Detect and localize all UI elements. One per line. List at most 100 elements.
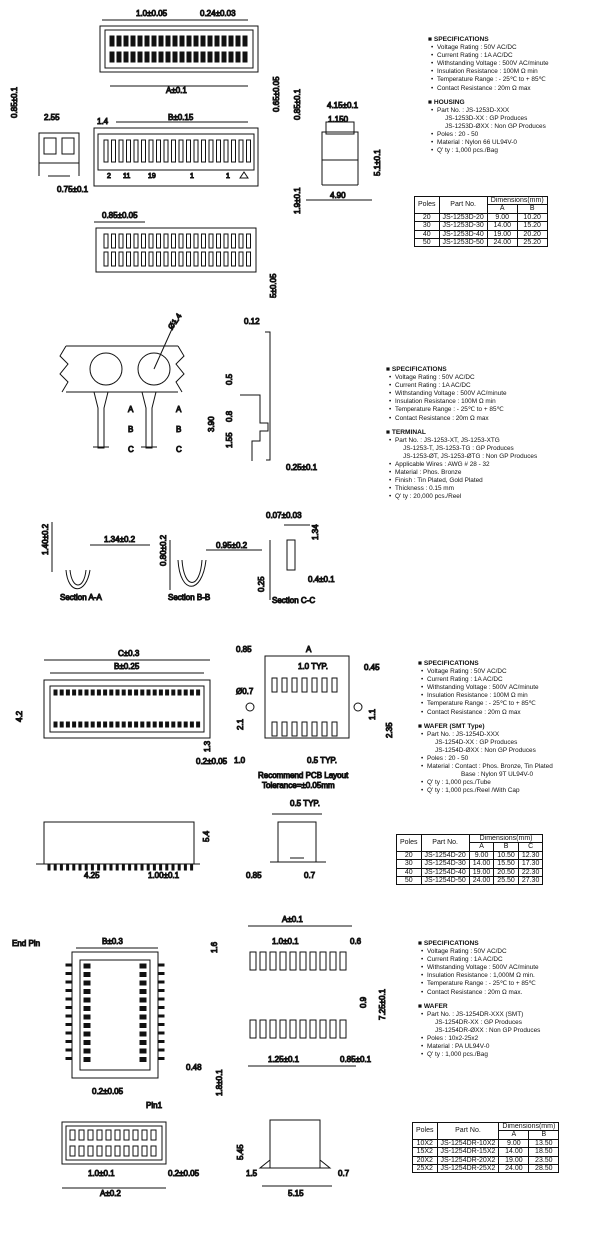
sub-title: ■ TERMINAL xyxy=(386,428,426,436)
dim-0-85-front: 1.00±0.1 xyxy=(148,871,180,880)
wafer-dr-pin xyxy=(83,972,91,977)
wafer-dr-pin xyxy=(139,972,147,977)
dim-0-24: 0.24±0.03 xyxy=(200,9,236,18)
wafer-leg xyxy=(90,863,94,871)
pcb-pad xyxy=(321,721,328,737)
housing-slot xyxy=(221,51,227,63)
wafer-dr-pin xyxy=(83,1006,91,1011)
table-cell: 15.20 xyxy=(516,221,548,231)
wafer-pin xyxy=(152,721,157,728)
wafer-front-view xyxy=(36,821,200,871)
housing-pin-cavity xyxy=(141,139,146,163)
sub-item-cont: JS-1254D-ØXX : Non GP Produces xyxy=(435,746,536,754)
table-cell: JS-1253D-30 xyxy=(438,221,488,231)
th-dim-col: B xyxy=(516,204,548,214)
dim-1-34-sec-c: 1.34 xyxy=(311,524,320,540)
table-cell: 19.00 xyxy=(486,229,518,240)
bottom-slot xyxy=(148,251,154,267)
wafer-dr-pad xyxy=(339,951,347,971)
wafer-dr-pad xyxy=(339,1019,347,1039)
housing-slot xyxy=(165,35,171,47)
table-cell: 20X2 xyxy=(412,1155,438,1166)
wafer-pin xyxy=(177,721,182,728)
dim-dia-1-4: Ø1.4 xyxy=(166,311,184,331)
label-end-pin: End Pin xyxy=(12,939,40,948)
spec-item: Temperature Range : - 25℃ to + 85℃ xyxy=(421,700,553,708)
wafer-dr-contact xyxy=(114,1129,121,1141)
wafer-dr-pin xyxy=(139,1014,147,1020)
wafer-dr-pin xyxy=(139,1023,147,1028)
section-a-label: Section A-A xyxy=(60,593,102,602)
spec-item: Contact Resistance : 20m Ω max xyxy=(431,85,549,93)
sub-item: Thickness : 0.15 mm xyxy=(389,485,537,493)
wafer-dr-pad xyxy=(249,951,257,971)
wafer-pin xyxy=(121,721,126,728)
dim-0-4: 0.4±0.1 xyxy=(308,575,335,584)
wafer-dr-lead xyxy=(157,997,165,1001)
housing-pin-cavity xyxy=(208,139,214,163)
th-dim-col: A xyxy=(498,1130,530,1140)
dim-4-2: 4.2 xyxy=(15,710,24,722)
wafer-dr-pin xyxy=(139,997,147,1003)
table-cell: 50 xyxy=(414,238,440,248)
wafer-dr-lead xyxy=(65,1057,73,1060)
wafer-pin xyxy=(72,689,77,696)
spec-item: Current Rating : 1A AC/DC xyxy=(421,956,540,964)
table-cell: JS-1254D-20 xyxy=(420,850,470,861)
housing-slot xyxy=(123,51,129,63)
dim-1-55: 1.55 xyxy=(225,432,234,448)
wafer-dr-lead xyxy=(65,1023,73,1026)
bottom-slot xyxy=(216,251,221,267)
spec-list: Voltage Rating : 50V AC/DC Current Ratin… xyxy=(418,668,553,717)
dim-0-5: 0.5 xyxy=(225,373,234,385)
wafer-dr-pin xyxy=(83,989,91,994)
spec-block-wafer-smt: ■ SPECIFICATIONS Voltage Rating : 50V AC… xyxy=(418,660,553,796)
housing-bottom-view xyxy=(94,221,257,273)
wafer-dr-contact xyxy=(96,1129,103,1141)
bottom-slot xyxy=(246,251,251,267)
wafer-pin xyxy=(96,689,101,696)
wafer-dr-pad xyxy=(249,1019,257,1039)
pcb-pad xyxy=(291,721,298,737)
bottom-slot xyxy=(156,251,161,267)
housing-slot xyxy=(116,51,122,63)
dim-1-0: 1.0±0.05 xyxy=(136,9,168,18)
housing-pin-cavity xyxy=(201,139,206,163)
table-cell: JS-1253D-20 xyxy=(438,212,488,223)
wafer-pin xyxy=(90,721,95,728)
pin-label-1: 1 xyxy=(226,173,230,180)
dim-0-6: 0.6 xyxy=(350,937,362,946)
dim-0-9: 0.9 xyxy=(359,996,368,1008)
label-c-left: C xyxy=(128,445,134,454)
bottom-slot xyxy=(133,251,139,267)
th-poles: Poles xyxy=(396,834,422,852)
wafer-dr-lead xyxy=(157,989,165,992)
dim-1-1: 1.1 xyxy=(368,708,377,720)
wafer-dr-pad xyxy=(319,951,327,971)
dim-1-6: 1.6 xyxy=(210,941,219,953)
pcb-layout-view xyxy=(245,655,363,739)
wafer-dr-pin xyxy=(139,1040,147,1045)
table-cell: 28.50 xyxy=(528,1164,560,1174)
housing-pin-cavity xyxy=(148,139,154,163)
wafer-dr-lead xyxy=(65,997,73,1001)
dim-a-w3: A xyxy=(306,645,312,654)
spec-item: Voltage Rating : 50V AC/DC xyxy=(431,44,549,52)
wafer-leg xyxy=(66,863,70,871)
wafer-dr-contact xyxy=(123,1145,130,1157)
table-cell: 30 xyxy=(396,859,422,869)
wafer-dr-bottom-view xyxy=(61,1121,167,1189)
dim-0-95: 0.95±0.2 xyxy=(216,541,248,550)
wafer-dr-pin xyxy=(139,1006,147,1011)
sub-list: Part No. : JS-1253-XT, JS-1253-XTG JS-12… xyxy=(386,437,537,502)
sub-list: Part No. : JS-1254D-XXX JS-1254D-XX : GP… xyxy=(418,731,553,796)
housing-slot xyxy=(109,35,115,47)
dim-5-15: 5.15 xyxy=(288,1189,304,1198)
wafer-dr-pad xyxy=(289,1019,297,1039)
dim-0-65: 0.65±0.05 xyxy=(272,76,281,112)
housing-pin-cavity xyxy=(223,139,229,163)
wafer-pin xyxy=(121,689,126,696)
pcb-pad xyxy=(331,677,338,693)
dim-0-85b: 0.85±0.1 xyxy=(293,88,302,120)
